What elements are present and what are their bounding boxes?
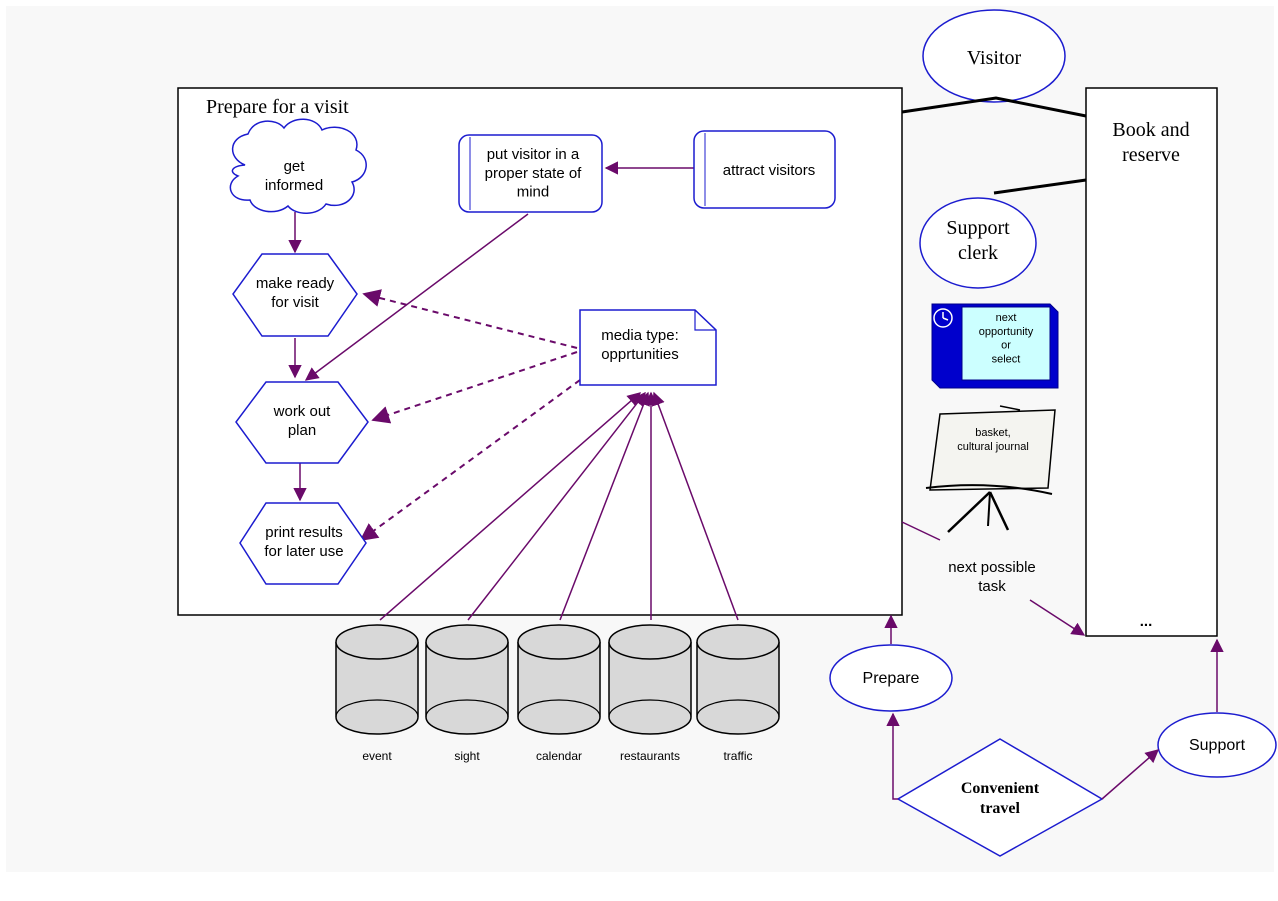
database-sight-label: sight xyxy=(454,749,480,763)
prepare-visit-title: Prepare for a visit xyxy=(206,96,349,118)
visitor-actor: Visitor xyxy=(922,9,1066,103)
database-restaurants-label: restaurants xyxy=(620,749,680,763)
attract-visitors-label: attract visitors xyxy=(723,162,816,179)
arrow-travel-to-prepare xyxy=(886,712,900,800)
attract-visitors-node: attract visitors xyxy=(693,130,836,209)
database-event-label: event xyxy=(362,749,392,763)
database-traffic-label: traffic xyxy=(723,749,752,763)
database-traffic: traffic xyxy=(696,624,780,763)
database-restaurants: restaurants xyxy=(608,624,692,763)
support-usecase: Support xyxy=(1157,712,1277,778)
basket-label: basket,cultural journal xyxy=(957,427,1029,453)
book-reserve-ellipsis: ... xyxy=(1140,613,1153,630)
arrow-calendar-to-media xyxy=(559,391,650,621)
prepare-usecase: Prepare xyxy=(829,644,953,712)
next-task-arrow xyxy=(1029,599,1086,636)
easel-icon: basket,cultural journal xyxy=(925,405,1056,533)
database-calendar-label: calendar xyxy=(536,749,582,763)
clerk-association-line xyxy=(993,178,1087,195)
arrow-event-to-media xyxy=(379,392,642,621)
arrow-proper-to-plan xyxy=(304,213,529,381)
media-type-label: media type:opprtunities xyxy=(601,327,679,363)
support-label: Support xyxy=(1189,737,1246,754)
visitor-association-line xyxy=(901,96,1087,118)
book-reserve-frame xyxy=(1085,87,1218,637)
prepare-label: Prepare xyxy=(863,670,920,687)
database-calendar: calendar xyxy=(517,624,601,763)
media-type-node: media type:opprtunities xyxy=(579,309,717,386)
database-event: event xyxy=(335,624,419,763)
next-task-line-start xyxy=(901,521,941,541)
database-group: event sight calendar restaurants traffic xyxy=(335,624,780,763)
arrow-travel-to-support xyxy=(1101,749,1160,800)
arrow-traffic-to-media xyxy=(651,391,739,621)
visitor-label: Visitor xyxy=(967,47,1022,69)
arrow-sight-to-media xyxy=(467,391,646,621)
database-sight: sight xyxy=(425,624,509,763)
dashed-arrow-to-plan xyxy=(371,351,578,424)
dashed-arrow-to-print xyxy=(359,379,581,542)
dashed-arrow-to-ready xyxy=(362,289,578,349)
